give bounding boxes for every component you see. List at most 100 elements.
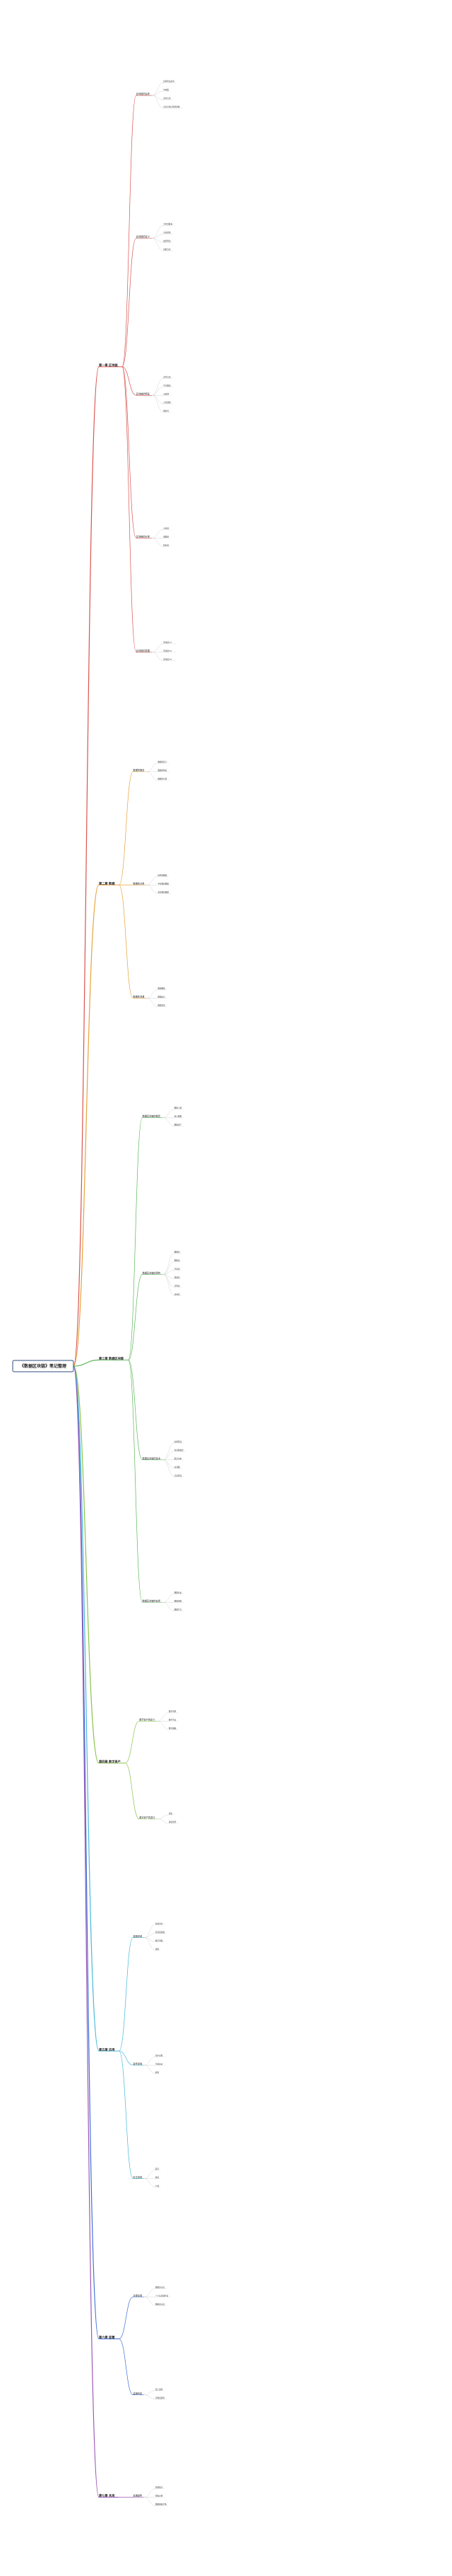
- leaf-node[interactable]: 跨链技术: [155, 2486, 163, 2489]
- section-node[interactable]: 发展趋势: [133, 2494, 143, 2498]
- leaf-node[interactable]: 数据存证: [174, 1592, 182, 1594]
- section-node[interactable]: 数据区块链的应用: [143, 1599, 161, 1603]
- leaf-node[interactable]: 供应链金融: [155, 1931, 165, 1934]
- section-node[interactable]: 数字资产的发行: [139, 1816, 155, 1819]
- section-node[interactable]: 政务领域: [133, 2062, 143, 2065]
- leaf-node[interactable]: 分布式账本: [163, 223, 172, 225]
- section-node[interactable]: 区块链的特征: [136, 392, 150, 395]
- leaf-node[interactable]: 数据溯源: [174, 1600, 182, 1603]
- leaf-node[interactable]: 数据的价值: [157, 777, 167, 780]
- leaf-node[interactable]: 公益: [155, 2184, 160, 2187]
- leaf-node[interactable]: 网络层: [174, 1259, 180, 1261]
- leaf-node[interactable]: 链上数据: [174, 1115, 182, 1118]
- leaf-node[interactable]: 区块链2.0: [163, 649, 172, 652]
- leaf-node[interactable]: 医疗: [155, 2168, 160, 2170]
- leaf-node[interactable]: 激励层: [174, 1276, 180, 1278]
- leaf-node[interactable]: 非结构化数据: [157, 890, 169, 893]
- leaf-node[interactable]: 教育: [155, 2176, 160, 2179]
- item-connector: [143, 2390, 156, 2395]
- leaf-node[interactable]: 加密算法: [163, 240, 171, 242]
- section-node[interactable]: 法律法规: [133, 2293, 143, 2297]
- leaf-node[interactable]: 电子证照: [155, 2054, 163, 2057]
- section-connector: [128, 1360, 143, 1603]
- leaf-node[interactable]: 不可篡改: [163, 384, 171, 387]
- leaf-node[interactable]: 共识算法: [174, 1474, 182, 1477]
- item-connector: [162, 1451, 174, 1460]
- leaf-node[interactable]: 共识机制: [163, 231, 171, 234]
- leaf-node[interactable]: 穿透式监管: [155, 2396, 165, 2399]
- leaf-node[interactable]: 个人信息保护法: [155, 2294, 169, 2297]
- leaf-node[interactable]: 公有链: [163, 527, 169, 529]
- leaf-node[interactable]: 数字藏品: [169, 1727, 177, 1729]
- leaf-node[interactable]: 公开透明: [163, 401, 171, 404]
- leaf-node[interactable]: 比特币白皮书: [163, 80, 174, 83]
- leaf-node[interactable]: 网络安全法: [155, 2302, 165, 2305]
- leaf-node[interactable]: 数据上链: [174, 1107, 182, 1110]
- leaf-node[interactable]: 共识层: [174, 1267, 180, 1270]
- leaf-node[interactable]: 智能合约: [163, 248, 171, 251]
- leaf-node[interactable]: 数据确权: [157, 987, 165, 990]
- leaf-node[interactable]: 数据安全法: [155, 2286, 165, 2288]
- section-node[interactable]: 民生领域: [133, 2175, 143, 2179]
- leaf-node[interactable]: 结构化数据: [157, 874, 167, 876]
- branch-node[interactable]: 第二章 数据: [99, 881, 115, 886]
- leaf-node[interactable]: 中本聪: [163, 88, 169, 91]
- leaf-node[interactable]: 时间戳: [174, 1466, 180, 1469]
- leaf-node[interactable]: 数据共享: [174, 1608, 182, 1611]
- leaf-node[interactable]: 数字票据: [155, 1939, 163, 1942]
- section-node[interactable]: 数据的流通: [133, 995, 145, 999]
- branch-node[interactable]: 第六章 监管: [99, 2335, 115, 2340]
- leaf-node[interactable]: 税务: [155, 2071, 160, 2074]
- leaf-node[interactable]: 通证经济: [169, 1821, 177, 1823]
- leaf-node[interactable]: 区块链1.0: [163, 641, 172, 644]
- section-node[interactable]: 区块链的定义: [136, 235, 150, 238]
- section-node[interactable]: 金融领域: [133, 1934, 143, 1938]
- section-node[interactable]: 数据区块链的架构: [143, 1271, 161, 1274]
- leaf-node[interactable]: 链上监管: [155, 2388, 163, 2391]
- leaf-node[interactable]: 可追溯: [163, 392, 169, 395]
- leaf-node[interactable]: 哈希算法: [174, 1440, 182, 1443]
- leaf-node[interactable]: 数据的定义: [157, 760, 167, 763]
- item-connector: [152, 395, 164, 413]
- leaf-node[interactable]: 数字凭证: [169, 1718, 177, 1721]
- section-node[interactable]: 数字资产的定义: [139, 1717, 155, 1721]
- leaf-node[interactable]: 去中心化: [163, 375, 171, 378]
- root-node[interactable]: 《数据区块链》笔记整理: [12, 1360, 74, 1372]
- leaf-node[interactable]: 半结构化数据: [157, 882, 169, 885]
- leaf-node[interactable]: 数据的特征: [157, 769, 167, 772]
- leaf-node[interactable]: 私有链: [163, 543, 169, 546]
- leaf-node[interactable]: 数据资产: [174, 1124, 182, 1127]
- leaf-node[interactable]: 数字货币: [169, 1710, 177, 1712]
- leaf-node[interactable]: 区块链3.0: [163, 658, 172, 661]
- leaf-node[interactable]: 联盟链: [163, 535, 169, 538]
- leaf-node[interactable]: 非对称加密: [174, 1449, 184, 1452]
- leaf-node[interactable]: 点对点电子现金系统: [163, 105, 180, 108]
- branch-node[interactable]: 第四章 数字资产: [99, 1759, 121, 1764]
- branch-node[interactable]: 第三章 数据区块链: [99, 1356, 124, 1361]
- leaf-node[interactable]: 默克尔树: [174, 1457, 182, 1460]
- leaf-node[interactable]: 数据交易: [157, 1004, 165, 1007]
- leaf-node[interactable]: 跨境支付: [155, 1922, 163, 1925]
- leaf-node[interactable]: 数据要素市场: [155, 2503, 167, 2506]
- section-node[interactable]: 区块链的由来: [136, 92, 150, 95]
- section-node[interactable]: 数据的概念: [133, 768, 145, 772]
- leaf-node[interactable]: 数据层: [174, 1250, 180, 1253]
- leaf-node[interactable]: 通证: [169, 1812, 173, 1815]
- leaf-node[interactable]: 数据定价: [157, 996, 165, 999]
- leaf-node[interactable]: 应用层: [174, 1293, 180, 1295]
- section-node[interactable]: 区块链的分类: [136, 534, 150, 538]
- branch-node[interactable]: 第一章 区块链: [99, 363, 118, 367]
- leaf-node[interactable]: 匿名性: [163, 409, 169, 412]
- leaf-node[interactable]: 合约层: [174, 1284, 180, 1287]
- section-node[interactable]: 区块链的发展: [136, 649, 150, 652]
- section-node[interactable]: 数据区块链的概念: [143, 1114, 161, 1118]
- leaf-node[interactable]: 隐私计算: [155, 2495, 163, 2498]
- branch-node[interactable]: 第五章 应用: [99, 2047, 114, 2052]
- leaf-node[interactable]: 保险: [155, 1948, 160, 1951]
- leaf-node[interactable]: 司法存证: [155, 2062, 163, 2065]
- section-node[interactable]: 数据的分类: [133, 881, 145, 885]
- section-node[interactable]: 监管科技: [133, 2392, 143, 2395]
- leaf-node[interactable]: 去中心化: [163, 97, 171, 100]
- branch-node[interactable]: 第七章 未来: [99, 2493, 115, 2498]
- section-node[interactable]: 数据区块链的技术: [143, 1457, 161, 1460]
